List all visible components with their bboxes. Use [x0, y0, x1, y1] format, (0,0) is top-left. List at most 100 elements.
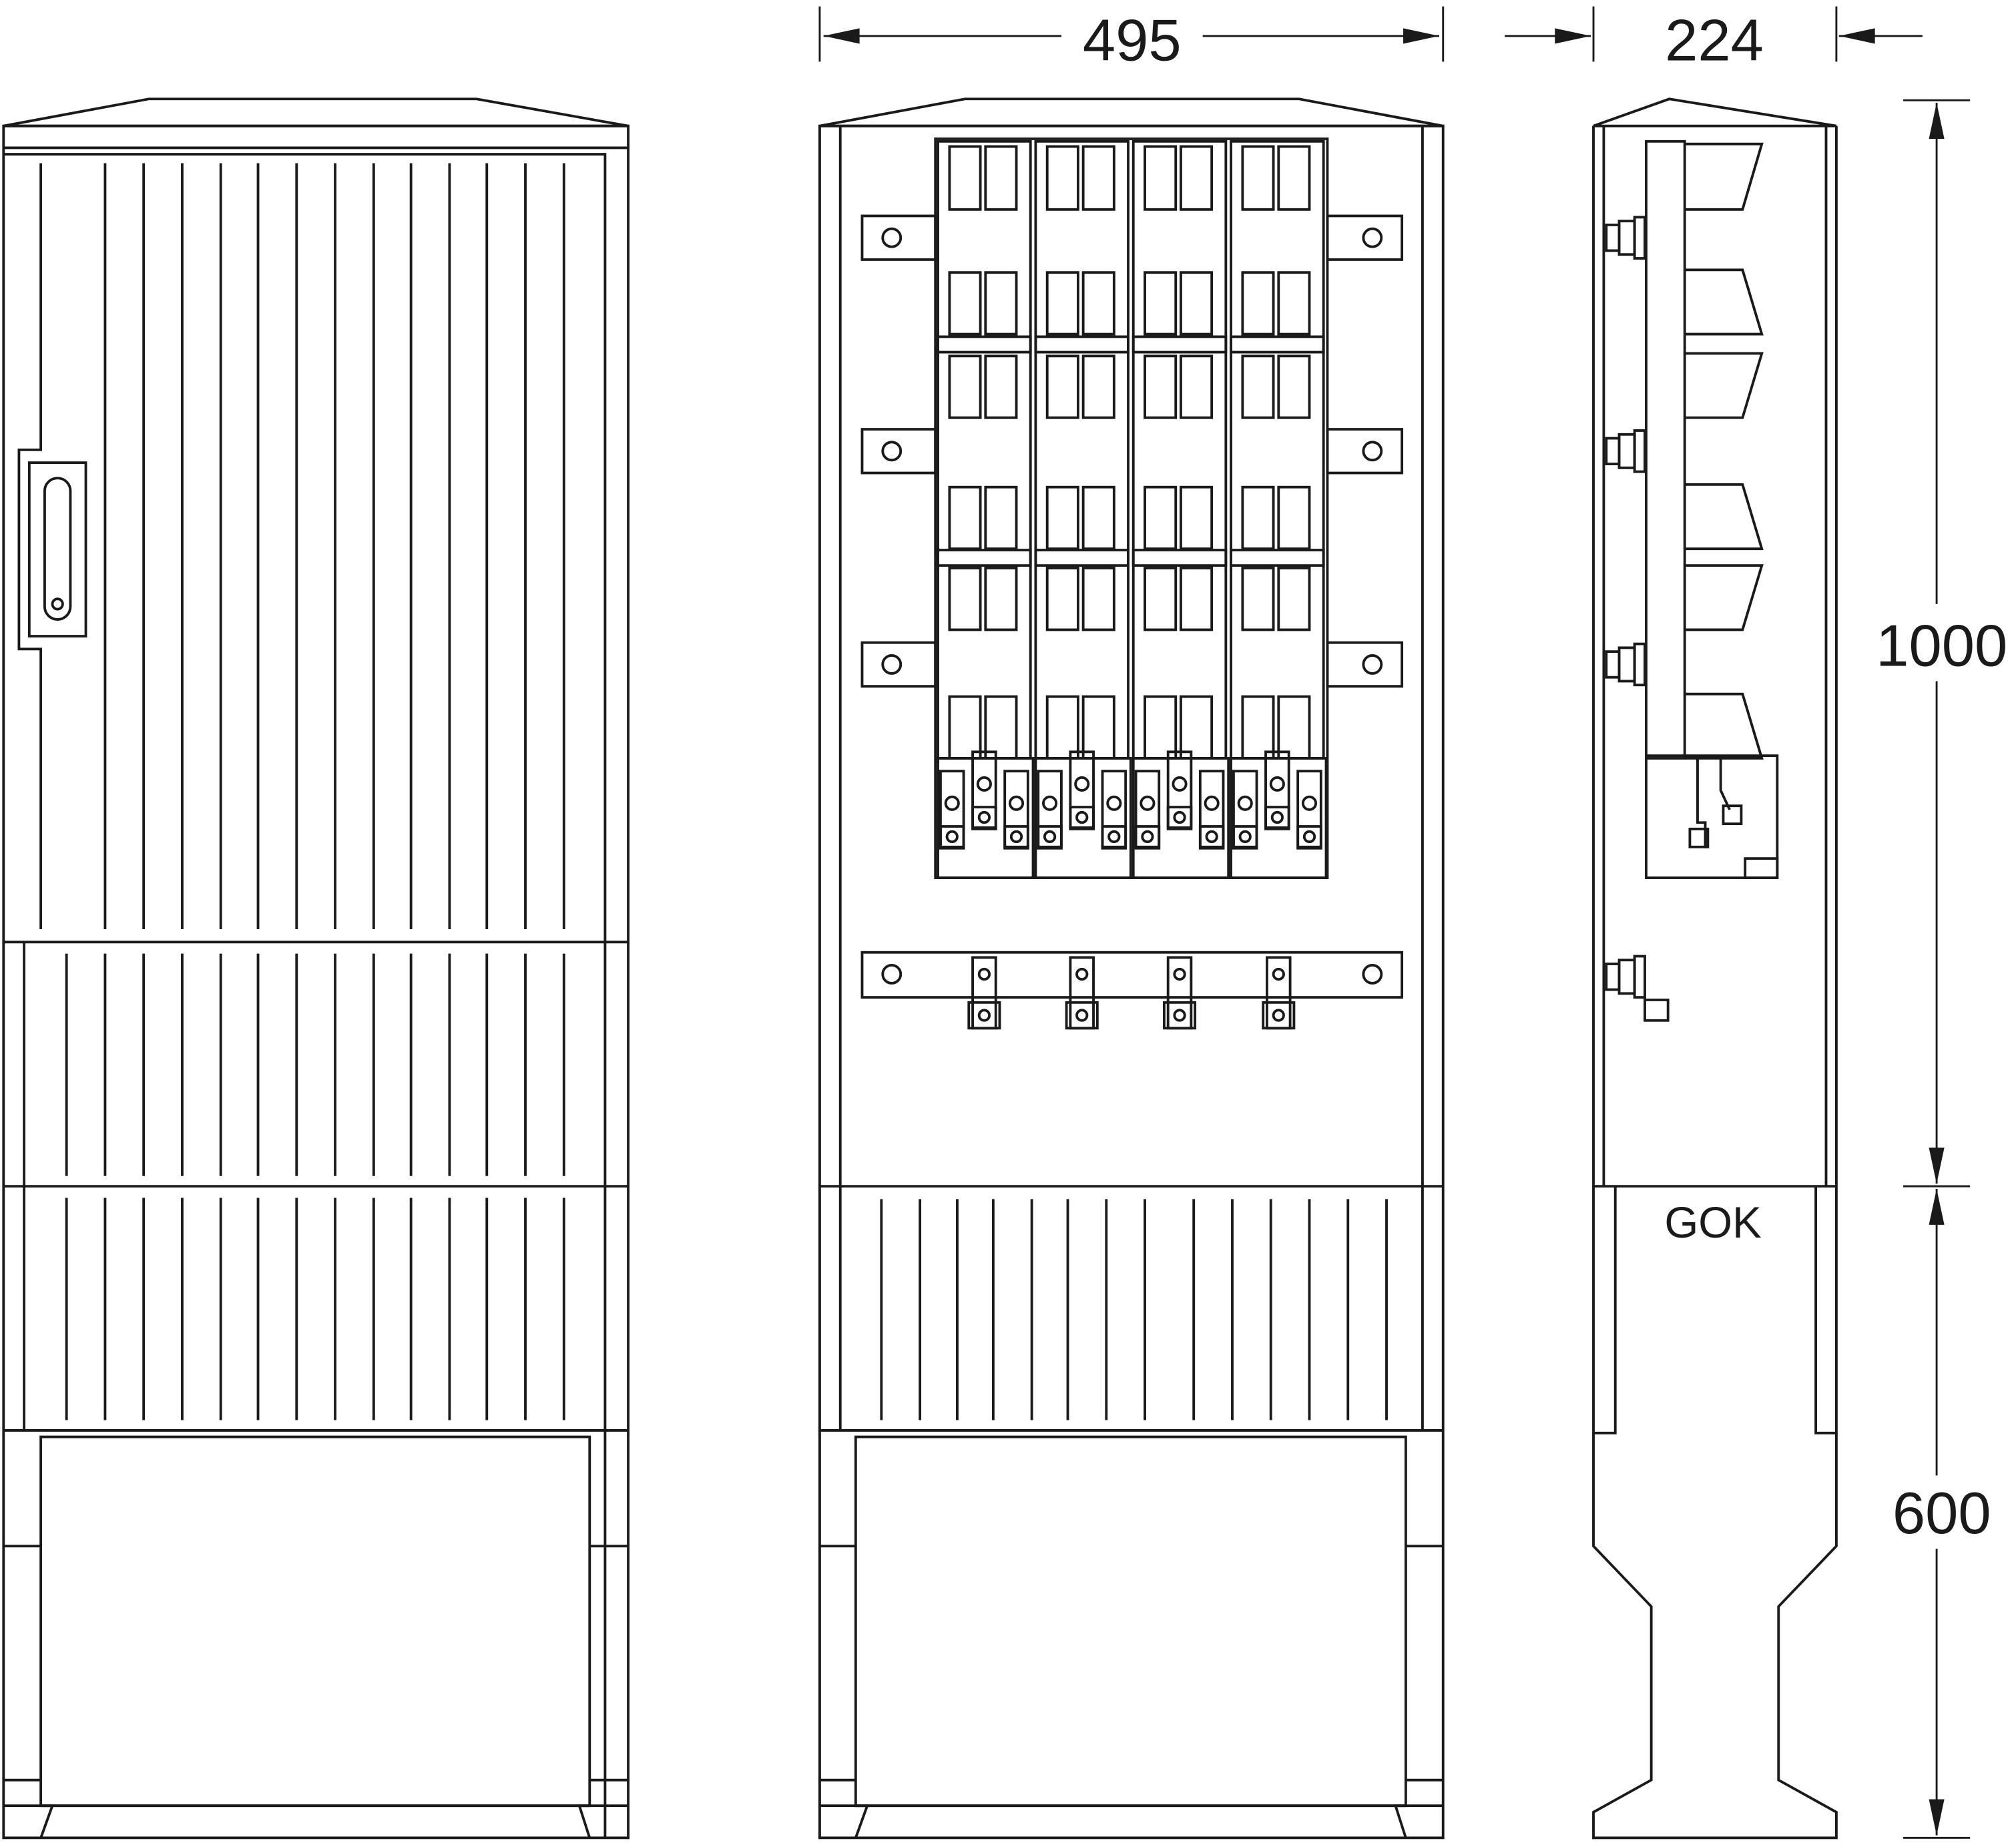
terminal-screw: [977, 1009, 991, 1022]
terminal-block: [1230, 757, 1328, 879]
fuse-slot: [1144, 485, 1178, 551]
fuse-slot: [1045, 485, 1079, 551]
door-handle[interactable]: [27, 461, 87, 637]
terminal-screw: [1075, 810, 1089, 824]
terminal-block: [1131, 757, 1230, 879]
fuse-slot: [1144, 271, 1178, 336]
fuse-slot: [948, 567, 982, 631]
fuse-slot: [948, 271, 982, 336]
terminal-clamp: [1037, 825, 1063, 848]
clamp: [1644, 999, 1670, 1022]
terminal-screw: [1043, 830, 1057, 844]
bolt-hole: [1362, 227, 1383, 248]
mounting-bracket: [1326, 641, 1404, 688]
fuse-slot: [1277, 485, 1311, 551]
terminal-clamp: [1296, 825, 1322, 848]
fuse-slot: [1081, 145, 1115, 211]
fuse-strip: [1034, 140, 1129, 760]
front-view-open: [818, 97, 1445, 1840]
terminal-clamp: [1262, 1001, 1296, 1030]
terminal-screw: [1269, 776, 1285, 792]
clamp: [1605, 650, 1621, 679]
terminal-clamp: [939, 825, 965, 848]
busbar: [860, 951, 1404, 1030]
clamp: [1617, 646, 1636, 683]
fuse-slot: [1045, 271, 1079, 336]
terminal-screw: [1173, 1009, 1186, 1022]
terminal-screw: [1237, 795, 1253, 811]
divider: [1131, 549, 1228, 567]
mounting-brackets: [860, 214, 1404, 688]
clamp: [1633, 955, 1646, 999]
divider: [937, 549, 1032, 567]
fuse-slot: [1081, 695, 1115, 760]
clamp: [1617, 959, 1636, 995]
divider: [937, 335, 1032, 354]
terminal-clamp: [1069, 806, 1095, 829]
fuse-fin: [1684, 142, 1764, 211]
fuse-fin: [1684, 564, 1764, 631]
fuse-slot: [984, 354, 1018, 419]
fuse-slot: [1241, 485, 1275, 551]
fuse-slot: [1081, 271, 1115, 336]
terminal-screw: [1272, 1009, 1285, 1022]
bolt-hole: [881, 227, 903, 248]
depth-dimension: 224: [1665, 7, 1764, 73]
mounting-bracket: [860, 428, 937, 475]
clamp: [1633, 642, 1646, 687]
terminal-screw: [1141, 830, 1154, 844]
terminal-screw: [1074, 776, 1090, 792]
fuse-slot: [984, 145, 1018, 211]
fuse-slot: [1045, 567, 1079, 631]
fuse-slot: [1241, 695, 1275, 760]
clamp: [1605, 963, 1621, 991]
terminal-screw: [976, 776, 992, 792]
terminal-screw: [1042, 795, 1058, 811]
side-view: GOK: [1592, 97, 1838, 1840]
terminal-clamp: [1065, 1001, 1099, 1030]
fuse-slot: [1277, 695, 1311, 760]
fuse-slot: [1045, 695, 1079, 760]
fuse-slot: [948, 695, 982, 760]
dimensions: 495 224 1000 600: [818, 6, 2007, 1839]
fuse-fin: [1684, 483, 1764, 551]
divider: [1034, 549, 1129, 567]
terminal-block: [937, 757, 1035, 879]
fuse-slot: [1180, 485, 1214, 551]
divider: [1131, 335, 1228, 354]
bolt-hole: [881, 654, 903, 675]
fuse-slot: [1144, 354, 1178, 419]
terminal-clamp: [1198, 825, 1225, 848]
ground-level-label: GOK: [1664, 1198, 1761, 1247]
fuse-slot: [1045, 354, 1079, 419]
terminal-block: [1034, 757, 1132, 879]
fuse-slot: [984, 271, 1018, 336]
terminal-screw: [1008, 795, 1025, 811]
fuse-slot: [948, 145, 982, 211]
fuse-slot: [948, 485, 982, 551]
fuse-slot: [1081, 354, 1115, 419]
fuse-slot: [1180, 567, 1214, 631]
terminal-screw: [1204, 795, 1220, 811]
bolt-hole: [881, 441, 903, 462]
terminal-screw: [945, 830, 959, 844]
fuse-fin: [1684, 268, 1764, 336]
fuse-slot: [984, 567, 1018, 631]
clamp: [1633, 216, 1646, 260]
clamp: [1633, 429, 1646, 473]
clamp: [1605, 224, 1621, 252]
terminal-screw: [1140, 795, 1156, 811]
fuse-slot: [1180, 354, 1214, 419]
terminal-clamp: [1003, 825, 1029, 848]
terminal-screw: [1302, 830, 1316, 844]
fuse-slot: [1045, 145, 1079, 211]
fuse-slot: [1180, 695, 1214, 760]
divider: [1034, 335, 1129, 354]
width-dimension: 495: [1083, 7, 1182, 73]
fuse-slot: [1144, 567, 1178, 631]
bolt-hole: [1362, 654, 1383, 675]
terminal-clamp: [1101, 825, 1127, 848]
terminal-clamp: [971, 806, 997, 829]
wire: [1719, 758, 1731, 810]
fuse-slot: [1180, 271, 1214, 336]
